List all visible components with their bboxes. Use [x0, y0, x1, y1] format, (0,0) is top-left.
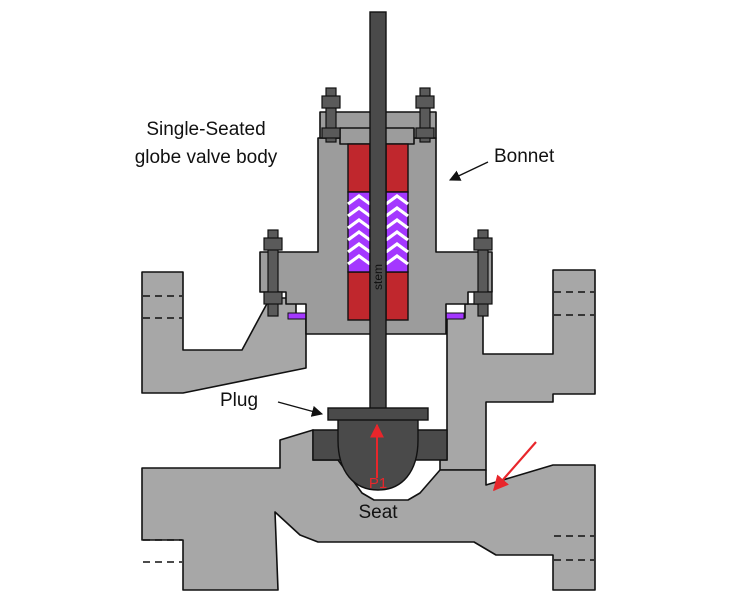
gasket-right — [443, 312, 465, 320]
valve-stem — [369, 11, 387, 413]
packing-lower-left — [347, 271, 371, 321]
body-upper-left — [141, 271, 307, 394]
bolt-mid-left — [263, 229, 283, 317]
stem-label: stem — [371, 264, 385, 290]
packing-upper-right — [385, 143, 409, 193]
seat-ring-right — [414, 429, 448, 461]
p1-label: P1 — [369, 475, 387, 492]
packing-rings-left — [347, 191, 371, 273]
title-line-2: globe valve body — [135, 147, 278, 168]
bonnet-label: Bonnet — [494, 146, 555, 167]
gasket-left — [287, 312, 309, 320]
bolt-mid-right — [473, 229, 493, 317]
plug-label: Plug — [220, 390, 258, 411]
bolt-top-right — [415, 87, 435, 143]
plug-head — [327, 407, 429, 421]
packing-rings-right — [385, 191, 409, 273]
title-line-1: Single-Seated — [146, 119, 265, 140]
packing-upper-left — [347, 143, 371, 193]
flow-direction-arrow — [492, 441, 537, 492]
bolt-top-left — [321, 87, 341, 143]
plug-leader — [277, 401, 324, 417]
bonnet-leader — [448, 161, 489, 181]
packing-lower-right — [385, 271, 409, 321]
seat-label: Seat — [358, 502, 398, 523]
